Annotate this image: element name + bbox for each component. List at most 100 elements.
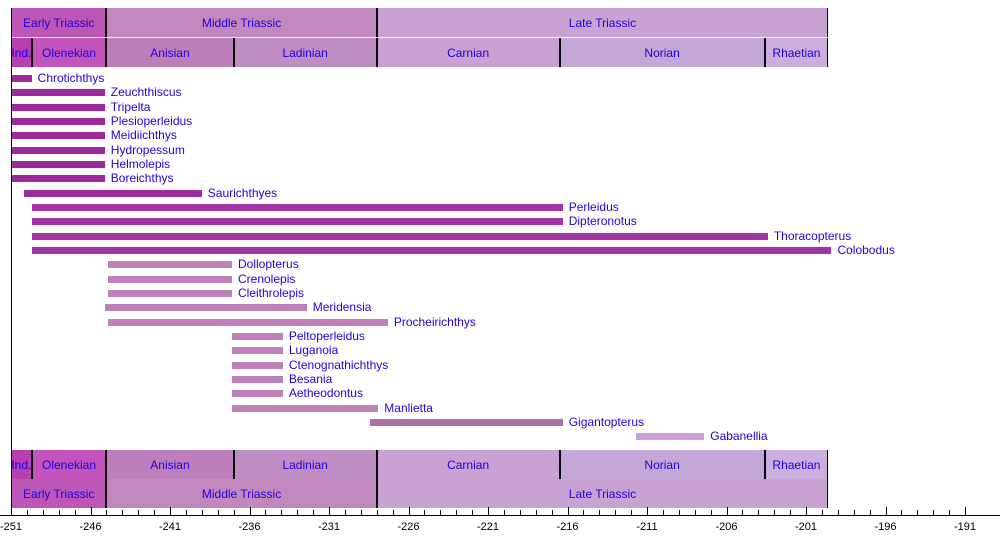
axis-tick-label: -216 <box>556 521 579 533</box>
axis-tick-minor <box>185 510 187 515</box>
range-bar[interactable] <box>23 189 202 197</box>
range-bar[interactable] <box>11 103 105 111</box>
range-bar-label: Peltoperleidus <box>288 328 365 343</box>
range-bar[interactable] <box>232 390 283 398</box>
axis-tick-major <box>726 507 728 515</box>
axis-tick-minor <box>26 510 28 515</box>
axis-tick-minor <box>74 510 76 515</box>
stage-cell-footer-carnian[interactable]: Carnian <box>376 450 560 479</box>
axis-tick-label: -251 <box>0 521 23 533</box>
axis-tick-major <box>965 507 966 515</box>
epoch-cell-early-triassic[interactable]: Early Triassic <box>11 8 107 37</box>
range-bar[interactable] <box>232 347 283 355</box>
axis-tick-minor <box>233 510 235 515</box>
stage-cell-footer-rhaetian[interactable]: Rhaetian <box>764 450 829 479</box>
stage-cell-rhaetian[interactable]: Rhaetian <box>764 38 829 67</box>
range-bar[interactable] <box>11 160 105 168</box>
range-bar-label: Besania <box>288 371 333 386</box>
axis-tick-minor <box>42 510 44 515</box>
range-bar-label: Saurichthyes <box>207 185 278 200</box>
range-bar-label: Luganoia <box>288 343 339 358</box>
axis-tick-minor <box>456 510 458 515</box>
axis-tick-minor <box>58 510 60 515</box>
axis-tick-minor <box>201 510 203 515</box>
axis-tick-minor <box>122 510 124 515</box>
axis-tick-minor <box>869 510 871 515</box>
axis-tick-minor <box>424 510 426 515</box>
range-bar-label: Meridensia <box>312 300 372 315</box>
stage-cell-olenekian[interactable]: Olenekian <box>31 38 107 67</box>
axis-tick-major <box>90 507 92 515</box>
epoch-cell-late-triassic[interactable]: Late Triassic <box>376 8 829 37</box>
range-bar[interactable] <box>11 175 105 183</box>
axis-tick-major <box>806 507 807 515</box>
axis-tick-minor <box>472 510 474 515</box>
axis-tick-minor <box>599 510 601 515</box>
epoch-cell-middle-triassic[interactable]: Middle Triassic <box>106 8 377 37</box>
axis-tick-minor <box>138 510 140 515</box>
stage-cell-footer-olenekian[interactable]: Olenekian <box>31 450 107 479</box>
axis-tick-minor <box>933 510 935 515</box>
range-bar-label: Meidiichthys <box>110 128 177 143</box>
range-bar[interactable] <box>107 275 232 283</box>
axis-tick-label: -241 <box>158 521 182 533</box>
range-bar-label: Boreichthys <box>110 171 174 186</box>
range-bar[interactable] <box>104 304 307 312</box>
range-bar[interactable] <box>11 132 105 140</box>
range-bar-label: Gabanellia <box>710 429 768 444</box>
axis-tick-major <box>647 507 648 515</box>
range-bar[interactable] <box>107 289 232 297</box>
stage-cell-footer-ind[interactable]: Ind. <box>11 450 32 479</box>
range-bar-label: Zeuchthiscus <box>110 85 182 100</box>
range-bar[interactable] <box>232 332 283 340</box>
range-bar[interactable] <box>31 218 563 226</box>
axis-tick-minor <box>853 510 855 515</box>
range-bar-label: Dipteronotus <box>568 214 637 229</box>
stage-cell-footer-anisian[interactable]: Anisian <box>106 450 234 479</box>
range-bar[interactable] <box>11 75 32 82</box>
axis-tick-major <box>249 507 251 515</box>
stage-cell-norian[interactable]: Norian <box>559 38 765 67</box>
stage-cell-ladinian[interactable]: Ladinian <box>233 38 377 67</box>
axis-tick-major <box>408 507 410 515</box>
range-bar[interactable] <box>232 375 283 383</box>
range-bar[interactable] <box>31 203 563 211</box>
range-bar[interactable] <box>11 89 105 97</box>
range-bar[interactable] <box>11 117 105 125</box>
stage-cell-carnian[interactable]: Carnian <box>376 38 560 67</box>
axis-tick-minor <box>360 510 362 515</box>
epoch-cell-footer-late-triassic[interactable]: Late Triassic <box>376 479 829 508</box>
range-bar[interactable] <box>635 433 705 441</box>
range-bar[interactable] <box>11 146 105 154</box>
range-bar[interactable] <box>232 404 379 412</box>
axis-tick-minor <box>440 510 442 515</box>
axis-tick-label: -226 <box>397 521 420 533</box>
epoch-cell-footer-middle-triassic[interactable]: Middle Triassic <box>106 479 377 508</box>
range-bar[interactable] <box>31 232 768 240</box>
axis-tick-minor <box>519 510 521 515</box>
stage-cell-ind[interactable]: Ind. <box>11 38 32 67</box>
range-bar[interactable] <box>370 418 563 426</box>
axis-tick-minor <box>631 510 633 515</box>
axis-tick-label: -196 <box>874 521 897 533</box>
axis-tick-minor <box>281 510 283 515</box>
axis-tick-label: -211 <box>636 521 658 533</box>
stage-cell-footer-ladinian[interactable]: Ladinian <box>233 450 377 479</box>
stage-cell-anisian[interactable]: Anisian <box>106 38 234 67</box>
range-bar-label: Ctenognathichthys <box>288 357 389 372</box>
range-bar-label: Aetheodontus <box>288 386 363 401</box>
stage-cell-footer-norian[interactable]: Norian <box>559 450 765 479</box>
range-bar[interactable] <box>232 361 283 369</box>
axis-tick-minor <box>949 510 951 515</box>
range-bar[interactable] <box>107 318 388 326</box>
epoch-cell-footer-early-triassic[interactable]: Early Triassic <box>11 479 107 508</box>
axis-tick-minor <box>710 510 712 515</box>
axis-tick-minor <box>392 510 394 515</box>
axis-tick-major <box>170 507 171 515</box>
range-bar-label: Dollopterus <box>238 257 299 272</box>
range-bar[interactable] <box>107 261 232 269</box>
range-bar[interactable] <box>31 246 832 254</box>
axis-tick-minor <box>154 510 156 515</box>
